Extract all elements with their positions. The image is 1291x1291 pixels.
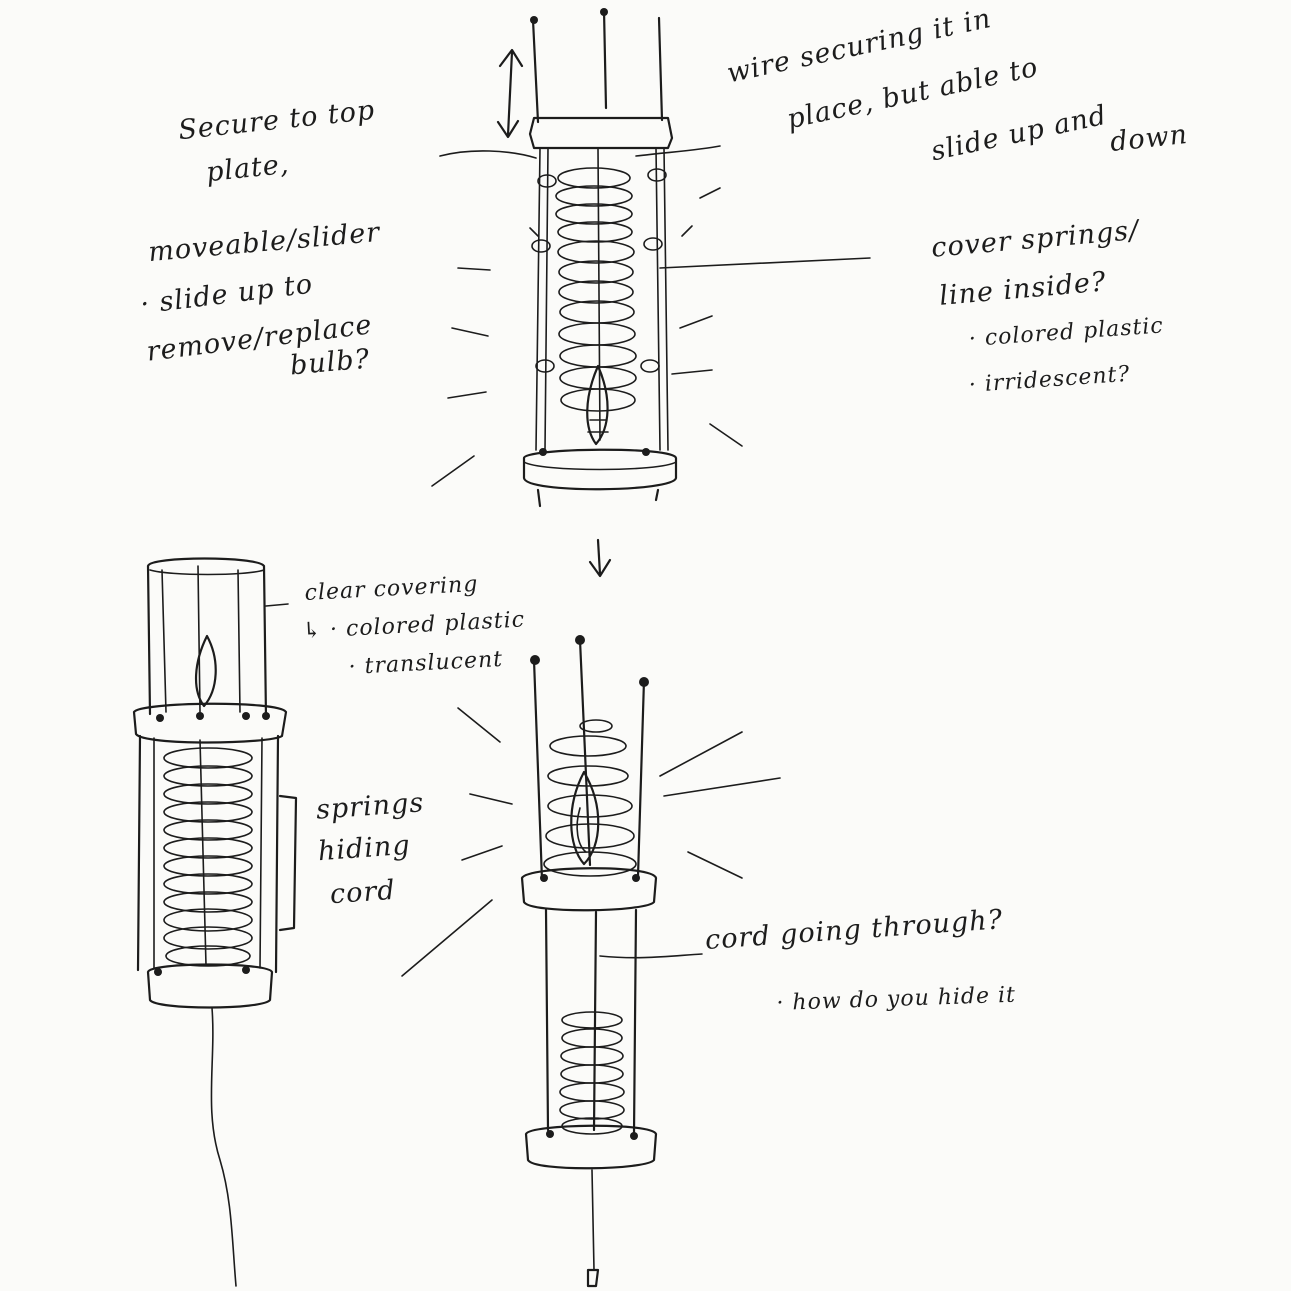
left-lamp-cord [210,1007,237,1287]
top-lamp-spring [555,167,637,412]
down-arrow-icon [588,538,612,578]
left-lamp-bulb [194,634,217,708]
left-lamp-spring [163,747,253,967]
center-lamp-base [524,1124,658,1170]
top-lamp-rod-right [657,16,664,122]
note-hiding: hiding [317,829,412,868]
top-lamp-base [522,448,678,491]
center-lamp-bulb [570,770,600,866]
note-cord: cord [328,874,397,911]
left-lamp-base [146,963,274,1009]
top-lamp-glow-rays [431,187,743,487]
left-lamp-sketch [132,557,298,1287]
center-lamp-plate [520,867,658,912]
top-lamp-rod-mid [602,8,608,110]
top-lamp-sketch [431,8,871,508]
top-lamp-top-plate [528,116,674,150]
center-lamp-sketch [401,635,781,1288]
center-lamp-cord [591,1169,595,1271]
left-lamp-covering [146,557,268,720]
note-bulb: bulb? [288,343,372,382]
springs-bracket [278,794,298,932]
top-lamp-bulb [586,364,609,446]
center-lamp-glow-rays [401,707,781,977]
top-lamp-rod-left [531,18,540,124]
slide-arrow-icon [496,48,524,139]
